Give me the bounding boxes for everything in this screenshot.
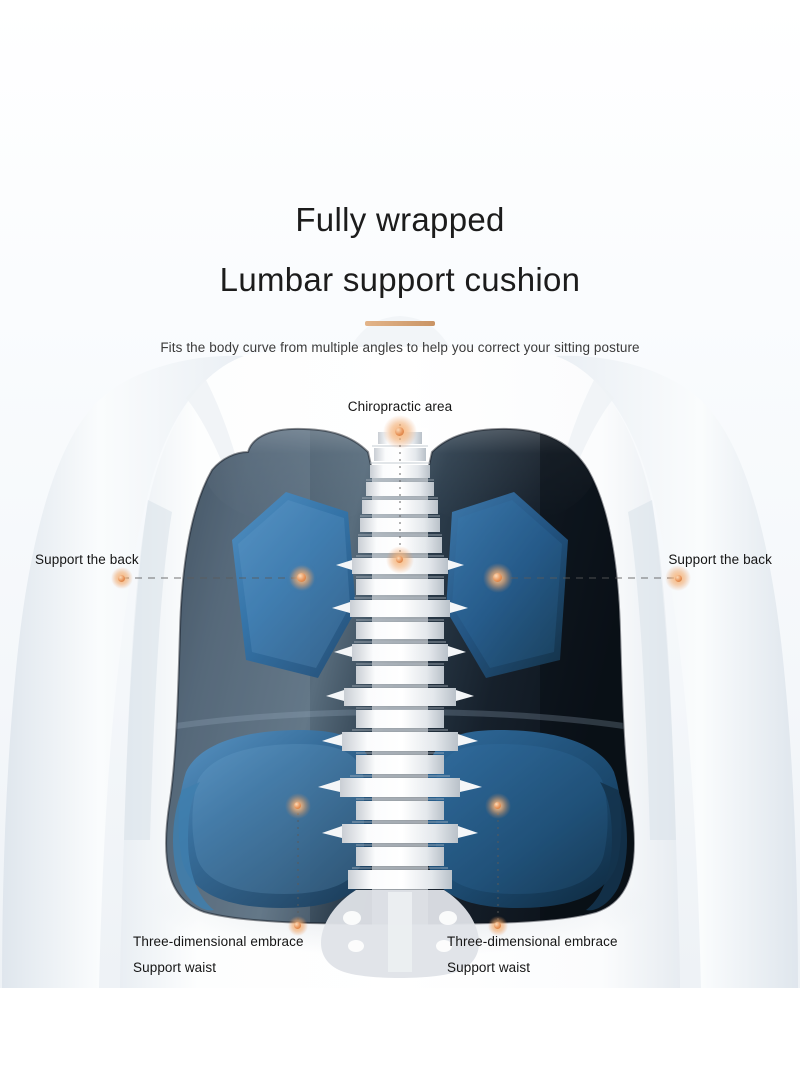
headline-block: Fully wrapped Lumbar support cushion Fit…: [0, 201, 800, 355]
cushion-and-spine-illustration: [111, 415, 691, 978]
waist-lobe-left: [178, 730, 372, 908]
right-underarm-gap: [542, 378, 614, 560]
callout-label-support-back-left: Support the back: [35, 552, 139, 567]
marker-dot-waist-left: [294, 802, 301, 809]
right-body-shading: [628, 500, 676, 840]
callout-label-waist-right: Three-dimensional embrace Support waist: [447, 929, 618, 982]
cushion-outline: [165, 427, 635, 926]
callout-waist-right-line-1: Three-dimensional embrace: [447, 934, 618, 949]
marker-dot-chiropractic-top: [395, 427, 404, 436]
marker-dot-label-waist-right: [494, 922, 501, 929]
waist-lobe-right: [428, 730, 622, 908]
marker-dot-chiropractic-mid: [396, 556, 403, 563]
title-divider-rule: [365, 320, 435, 326]
product-photo-panel: Fully wrapped Lumbar support cushion Fit…: [0, 0, 800, 988]
left-body-shading: [124, 500, 172, 840]
waist-wing-right: [586, 782, 627, 911]
marker-dot-waist-right: [494, 802, 501, 809]
callout-label-waist-left: Three-dimensional embrace Support waist: [133, 929, 304, 982]
marker-dot-label-back-right: [675, 575, 682, 582]
page-title-line-2: Lumbar support cushion: [219, 261, 581, 299]
vertebrae-lumbar: [340, 666, 460, 889]
intervertebral-discs: [350, 445, 450, 869]
marker-dot-label-back-left: [118, 575, 125, 582]
marker-dot-back-left: [297, 573, 306, 582]
callout-waist-left-line-2: Support waist: [133, 960, 217, 976]
left-arm-shape: [2, 355, 244, 988]
marker-dot-back-right: [493, 573, 502, 582]
right-arm-shape: [556, 355, 798, 988]
marker-dot-label-waist-left: [294, 922, 301, 929]
waist-lobe-left-highlight: [192, 744, 364, 894]
left-underarm-gap: [186, 378, 258, 560]
callout-waist-left-line-1: Three-dimensional embrace: [133, 934, 304, 949]
sacrum-pelvis: [320, 890, 480, 978]
waist-wing-left: [173, 782, 214, 911]
vertebral-column: [318, 428, 482, 978]
transverse-processes: [318, 560, 482, 838]
waist-lobe-right-highlight: [436, 744, 608, 894]
page-title-line-1: Fully wrapped: [295, 201, 505, 238]
page-subtitle: Fits the body curve from multiple angles…: [160, 339, 640, 355]
callout-label-support-back-right: Support the back: [668, 552, 772, 567]
callout-waist-right-line-2: Support waist: [447, 960, 531, 976]
callout-label-chiropractic-area: Chiropractic area: [347, 399, 453, 414]
cushion-right-hump-sheen: [405, 428, 595, 525]
